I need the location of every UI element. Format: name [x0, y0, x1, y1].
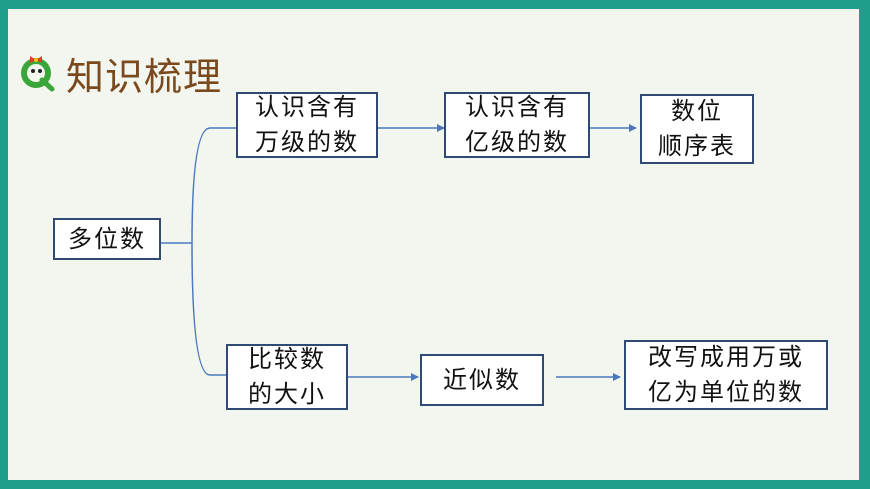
node-shuwei-line2: 顺序表 [658, 132, 736, 160]
node-jinsi-label: 近似数 [443, 365, 521, 394]
node-wan: 认识含有 万级的数 [236, 92, 378, 158]
node-shuwei-line1: 数位 [671, 97, 723, 126]
node-jinsi: 近似数 [420, 354, 544, 406]
node-shuwei: 数位 顺序表 [640, 94, 754, 164]
node-yi: 认识含有 亿级的数 [444, 92, 590, 158]
node-yi-line2: 亿级的数 [465, 128, 569, 156]
node-wan-line2: 万级的数 [255, 128, 359, 156]
node-root: 多位数 [53, 218, 161, 260]
node-bijiao-line2: 的大小 [248, 380, 326, 408]
node-yi-line1: 认识含有 [465, 93, 569, 122]
node-wan-line1: 认识含有 [255, 93, 359, 122]
node-gaixie: 改写成用万或 亿为单位的数 [624, 340, 828, 410]
branch-bracket [160, 127, 236, 376]
node-bijiao-line1: 比较数 [248, 345, 326, 374]
node-gaixie-line2: 亿为单位的数 [648, 378, 804, 406]
node-root-label: 多位数 [68, 224, 146, 253]
node-gaixie-line1: 改写成用万或 [648, 343, 804, 372]
cartoon-q-bow-icon [21, 56, 55, 92]
node-bijiao: 比较数 的大小 [226, 344, 348, 410]
page-title: 知识梳理 [66, 55, 223, 99]
